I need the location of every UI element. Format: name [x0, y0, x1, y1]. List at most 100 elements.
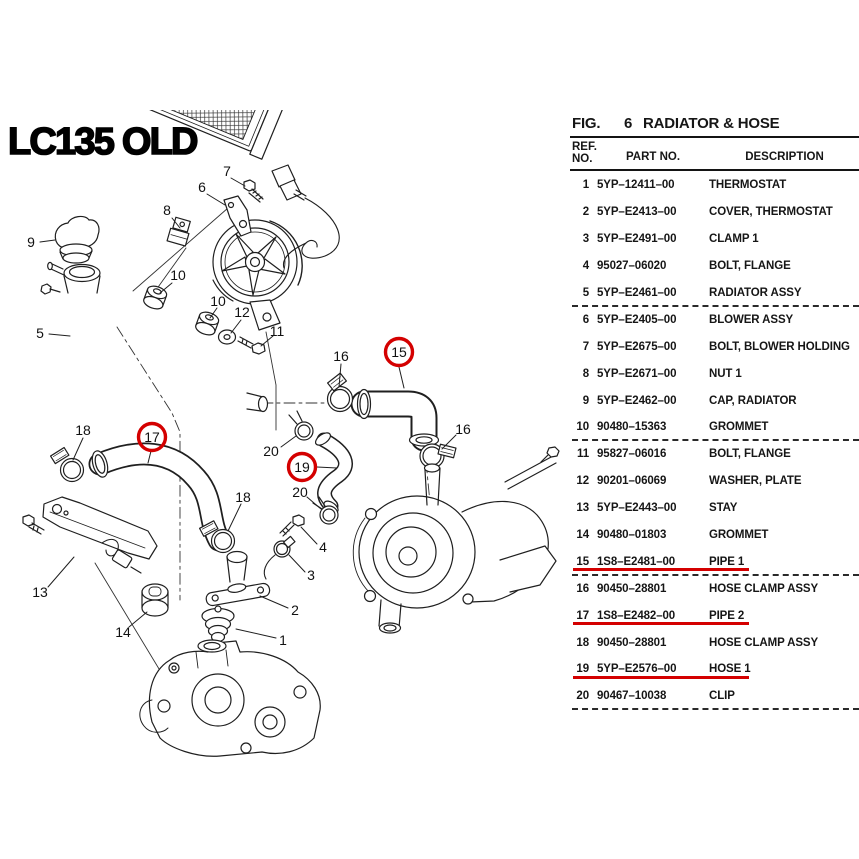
fan-drawing	[166, 164, 340, 331]
part-no: 5YP–E2576–00	[597, 663, 677, 676]
callout-number: 16	[455, 421, 471, 437]
table-row: 18 90450–28801 HOSE CLAMP ASSY	[572, 629, 859, 656]
ref-no: 13	[576, 502, 589, 515]
part-no: 5YP–E2491–00	[597, 233, 677, 246]
part-no: 90480–01803	[597, 529, 667, 542]
description: WASHER, PLATE	[709, 475, 802, 488]
description: GROMMET	[709, 421, 769, 434]
description: THERMOSTAT	[709, 179, 787, 192]
callout-number: 18	[235, 489, 251, 505]
table-row: 10 90480–15363 GROMMET	[572, 414, 859, 441]
description: RADIATOR ASSY	[709, 287, 802, 299]
description: GROMMET	[709, 529, 769, 542]
part-no: 90201–06069	[597, 475, 667, 488]
description: CLAMP 1	[709, 233, 759, 246]
part-no: 90480–15363	[597, 421, 667, 434]
part-no: 5YP–E2462–00	[597, 394, 677, 407]
thermostat-drawing	[201, 550, 271, 643]
part-no: 1S8–E2481–00	[597, 555, 676, 568]
description: CLIP	[709, 690, 735, 703]
table-row: 8 5YP–E2671–00 NUT 1	[572, 360, 859, 387]
callout-number: 18	[75, 422, 91, 438]
ref-no: 7	[582, 340, 589, 353]
leader-lines	[39, 177, 457, 639]
table-row: 9 5YP–E2462–00 CAP, RADIATOR	[572, 387, 859, 414]
ref-no: 1	[582, 179, 589, 192]
table-row: 14 90480–01803 GROMMET	[572, 522, 859, 549]
ref-no: 8	[582, 367, 589, 380]
callout-number: 9	[27, 234, 35, 250]
table-row: 20 90467–10038 CLIP	[572, 683, 859, 710]
description: STAY	[709, 502, 738, 515]
radiator-cap-drawing	[54, 215, 100, 264]
callout-number: 11	[270, 323, 285, 339]
description: HOSE CLAMP ASSY	[709, 582, 819, 595]
part-no: 5YP–12411–00	[597, 179, 675, 192]
part-no: 95027–06020	[597, 260, 667, 273]
ref-no: 5	[582, 287, 589, 299]
part-no: 5YP–E2405–00	[597, 313, 677, 326]
dashed-separator	[572, 304, 859, 307]
pipe2-drawing	[88, 442, 231, 552]
callout-number: 4	[319, 539, 327, 555]
highlight-circle	[383, 336, 415, 368]
callout-number: 10	[210, 293, 226, 309]
table-row: 5 5YP–E2461–00 RADIATOR ASSY	[572, 280, 859, 307]
callout-number: 10	[170, 267, 186, 283]
description: HOSE CLAMP ASSY	[709, 636, 819, 649]
part-no: 5YP–E2461–00	[597, 287, 677, 299]
table-row: 6 5YP–E2405–00 BLOWER ASSY	[572, 306, 859, 333]
fig-number: 6	[624, 115, 633, 132]
table-row: 4 95027–06020 BOLT, FLANGE	[572, 253, 859, 280]
figure-title: FIG. 6 RADIATOR & HOSE	[572, 115, 859, 133]
description: BOLT, FLANGE	[709, 448, 791, 461]
highlight-circle	[286, 451, 318, 483]
fig-name: RADIATOR & HOSE	[643, 115, 780, 132]
table-row: 13 5YP–E2443–00 STAY	[572, 495, 859, 522]
clamp18-drawing	[49, 446, 236, 554]
description: CAP, RADIATOR	[709, 394, 797, 407]
ref-no: 4	[582, 260, 589, 273]
part-no: 90450–28801	[597, 636, 667, 649]
part-no: 5YP–E2413–00	[597, 206, 677, 219]
header-rule	[570, 136, 859, 138]
callout-number: 12	[234, 304, 250, 320]
description: COVER, THERMOSTAT	[709, 206, 833, 219]
ref-no: 14	[576, 529, 589, 542]
callout-number: 13	[32, 584, 48, 600]
callout-number: 15	[391, 344, 407, 360]
ref-no: 17	[576, 609, 589, 622]
table-row: 11 95827–06016 BOLT, FLANGE	[572, 441, 859, 468]
stay-drawing	[22, 496, 169, 617]
ref-no: 6	[582, 313, 589, 326]
callout-number: 5	[36, 325, 44, 341]
table-row-highlighted: 15 1S8–E2481–00 PIPE 1	[572, 548, 859, 575]
ref-no: 18	[576, 636, 589, 649]
dashed-separator	[572, 439, 859, 441]
table-row-highlighted: 19 5YP–E2576–00 HOSE 1	[572, 656, 859, 683]
callout-number: 16	[333, 348, 349, 364]
part-no: 95827–06016	[597, 448, 667, 461]
ref-no: 15	[576, 555, 589, 568]
engine-drawing	[139, 639, 321, 757]
callout-number: 8	[163, 202, 171, 218]
parts-table-body: 1 5YP–12411–00 THERMOSTAT 2 5YP–E2413–00…	[572, 172, 859, 710]
ref-no: 10	[576, 421, 589, 434]
description: PIPE 1	[709, 555, 745, 568]
col-ref-header: REF. NO.	[572, 141, 597, 165]
dashed-separator	[572, 708, 859, 710]
page-title: LC135 OLD	[7, 120, 199, 164]
table-row: 2 5YP–E2413–00 COVER, THERMOSTAT	[572, 199, 859, 226]
part-no: 90467–10038	[597, 690, 667, 703]
pipe1-drawing	[326, 372, 457, 469]
fig-label: FIG.	[572, 115, 601, 132]
callout-number: 2	[291, 602, 299, 618]
header-rule-2	[570, 169, 859, 171]
part-no: 90450–28801	[597, 582, 667, 595]
callout-number: 19	[294, 459, 310, 475]
callout-number: 17	[144, 429, 160, 445]
callout-number: 1	[279, 632, 287, 648]
part-no: 5YP–E2675–00	[597, 340, 677, 353]
